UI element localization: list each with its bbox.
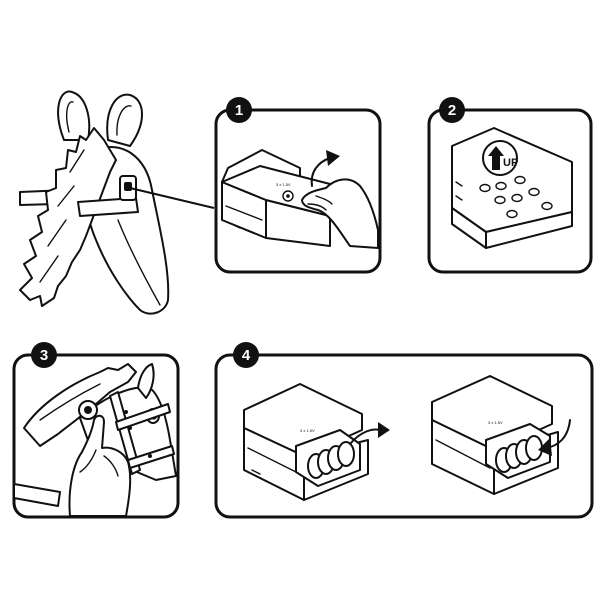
battery-box-icon: 3 x 1.5V	[221, 149, 331, 247]
step-2-badge: 2	[439, 97, 465, 123]
step-1-panel: 3 x 1.5V 1	[214, 97, 382, 274]
battery-box-icon: 3 x 1.5V	[431, 375, 559, 495]
step-4-panel: 3 x 1.5V 3 x 1.5V 4	[214, 342, 594, 519]
step-4-badge: 4	[233, 342, 259, 368]
voltage-label: 3 x 1.5V	[488, 420, 503, 425]
voltage-label: 3 x 1.5V	[300, 428, 315, 433]
step-3-badge: 3	[31, 342, 57, 368]
curved-arrow-icon	[310, 150, 340, 187]
hand-icon	[301, 178, 379, 249]
step-1-number: 1	[235, 102, 243, 119]
curved-arrow-icon	[538, 419, 571, 456]
hand-icon	[68, 414, 132, 517]
step-3-panel: 3	[12, 342, 180, 519]
battery-icon	[307, 441, 355, 479]
battery-box-icon: UP	[451, 127, 573, 249]
horse-head-icon	[13, 363, 177, 507]
horse-head-overview	[19, 90, 215, 315]
step-3-number: 3	[40, 347, 48, 364]
step-2-panel: UP 2	[427, 97, 593, 274]
step-2-number: 2	[448, 102, 456, 119]
battery-icon	[495, 435, 543, 473]
step-1-badge: 1	[226, 97, 252, 123]
up-arrow-icon: UP	[482, 140, 518, 176]
curved-arrow-icon	[349, 422, 390, 445]
battery-box-icon: 3 x 1.5V	[243, 383, 369, 501]
voltage-label: 3 x 1.5V	[276, 182, 291, 187]
step-4-number: 4	[242, 347, 251, 364]
up-label: UP	[503, 157, 518, 169]
